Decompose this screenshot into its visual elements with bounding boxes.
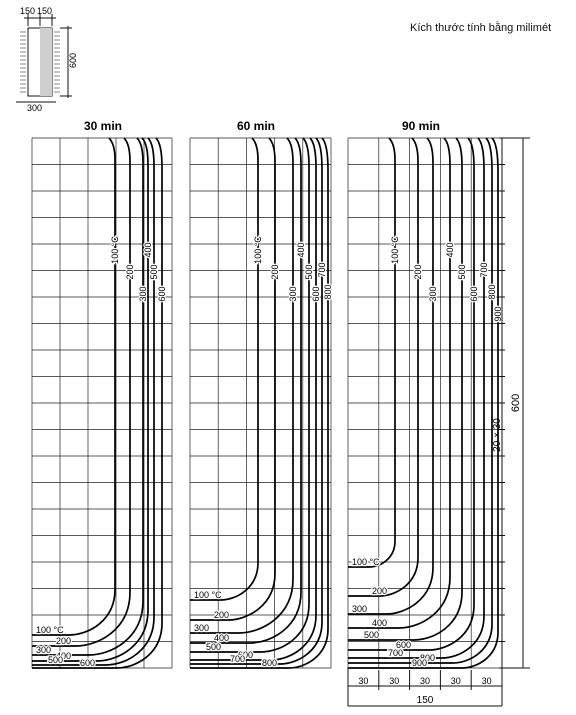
isotherm-curve bbox=[32, 137, 116, 636]
isotherm-label: 200 bbox=[214, 610, 229, 620]
isotherm-label: 600 bbox=[238, 650, 253, 660]
isotherm-curve bbox=[190, 137, 259, 601]
isotherm-label: 300 bbox=[428, 286, 438, 301]
dim-label-total: 600 bbox=[510, 394, 522, 412]
isotherm-curve bbox=[190, 137, 323, 665]
isotherm-curve bbox=[348, 137, 463, 641]
isotherm-label: 800 bbox=[487, 284, 497, 299]
isotherm-curve bbox=[190, 137, 294, 634]
isotherm-label: 200 bbox=[413, 264, 423, 279]
isotherm-label: 400 bbox=[445, 242, 455, 257]
isotherm-curve bbox=[32, 137, 144, 656]
isotherm-curve bbox=[348, 137, 499, 669]
unit-note: Kích thước tính bằng milimét bbox=[410, 22, 552, 34]
dimension-lines: 20 × 30 600 30 30 30 30 30 150 bbox=[347, 137, 530, 707]
isotherm-label: 100 °C bbox=[36, 625, 64, 635]
isotherm-label: 500 bbox=[457, 264, 467, 279]
isotherm-label: 600 bbox=[80, 658, 95, 668]
isotherm-label: 800 bbox=[262, 658, 277, 668]
isotherm-label: 500 bbox=[149, 264, 159, 279]
isotherm-label: 600 bbox=[396, 640, 411, 650]
isotherm-curve bbox=[348, 137, 419, 597]
dim-label-segment: 30 bbox=[451, 676, 461, 686]
isotherm-label: 500 bbox=[48, 655, 63, 665]
isotherm-label: 700 bbox=[479, 262, 489, 277]
isotherm-label: 100 °C bbox=[110, 236, 120, 264]
isotherm-label: 600 bbox=[311, 286, 321, 301]
isotherm-curve bbox=[348, 137, 485, 659]
section-dim-bottom: 300 bbox=[27, 103, 42, 113]
isotherm-curve bbox=[32, 137, 163, 669]
isotherm-curve bbox=[190, 137, 310, 653]
isotherm-curve bbox=[32, 137, 131, 647]
isotherm-label: 200 bbox=[125, 264, 135, 279]
isotherm-label: 800 bbox=[323, 284, 333, 299]
section-dim-top-left: 150 bbox=[20, 6, 35, 16]
isotherm-label: 800 bbox=[420, 653, 435, 663]
isotherm-label: 900 bbox=[493, 306, 503, 321]
dim-label-segment: 30 bbox=[420, 676, 430, 686]
isotherm-curve bbox=[348, 137, 451, 629]
panel-title: 90 min bbox=[402, 119, 440, 133]
isotherm-curve bbox=[190, 137, 317, 661]
isotherm-label: 200 bbox=[56, 636, 71, 646]
isotherm-label: 400 bbox=[296, 242, 306, 257]
dim-label-segment: 30 bbox=[482, 676, 492, 686]
isotherm-label: 400 bbox=[214, 633, 229, 643]
isotherm-label: 600 bbox=[469, 286, 479, 301]
dim-label-bottom-total: 150 bbox=[417, 695, 434, 706]
isotherm-curve bbox=[32, 137, 149, 662]
isotherm-label: 200 bbox=[372, 586, 387, 596]
isotherm-label: 200 bbox=[270, 264, 280, 279]
isotherm-label: 700 bbox=[317, 262, 327, 277]
isotherm-label: 300 bbox=[138, 286, 148, 301]
isotherm-label: 300 bbox=[288, 286, 298, 301]
isotherm-label: 400 bbox=[143, 242, 153, 257]
isotherm-curve bbox=[190, 137, 302, 644]
isotherm-label: 300 bbox=[36, 645, 51, 655]
isotherm-curve bbox=[190, 137, 329, 669]
isotherm-curve bbox=[32, 137, 155, 666]
isotherm-label: 300 bbox=[194, 623, 209, 633]
isotherm-label: 400 bbox=[56, 651, 71, 661]
panel-title: 60 min bbox=[237, 119, 275, 133]
isotherm-label: 600 bbox=[157, 286, 167, 301]
dim-label-segment: 30 bbox=[358, 676, 368, 686]
dim-label-segment: 30 bbox=[389, 676, 399, 686]
dim-label-grid: 20 × 30 bbox=[492, 418, 503, 452]
section-dim-top-right: 150 bbox=[37, 6, 52, 16]
isotherm-label: 100 °C bbox=[194, 590, 222, 600]
section-dim-side: 600 bbox=[68, 53, 78, 68]
isotherm-label: 700 bbox=[230, 654, 245, 664]
isotherm-label: 500 bbox=[364, 630, 379, 640]
isotherm-label: 700 bbox=[388, 648, 403, 658]
isotherm-curve bbox=[190, 137, 276, 621]
isotherm-label: 300 bbox=[352, 604, 367, 614]
isotherm-label: 100 °C bbox=[390, 236, 400, 264]
isotherm-label: 500 bbox=[304, 264, 314, 279]
isotherm-label: 100 °C bbox=[253, 236, 263, 264]
isotherm-curve bbox=[348, 137, 475, 651]
panel-title: 30 min bbox=[84, 119, 122, 133]
isotherm-label: 900 bbox=[412, 658, 427, 668]
isotherm-curve bbox=[348, 137, 396, 568]
section-hatch bbox=[40, 28, 52, 96]
isotherm-label: 400 bbox=[372, 618, 387, 628]
isotherm-label: 100 °C bbox=[352, 557, 380, 567]
isotherm-curve bbox=[348, 137, 493, 664]
isotherm-label: 500 bbox=[206, 642, 221, 652]
isotherm-curve bbox=[348, 137, 434, 615]
